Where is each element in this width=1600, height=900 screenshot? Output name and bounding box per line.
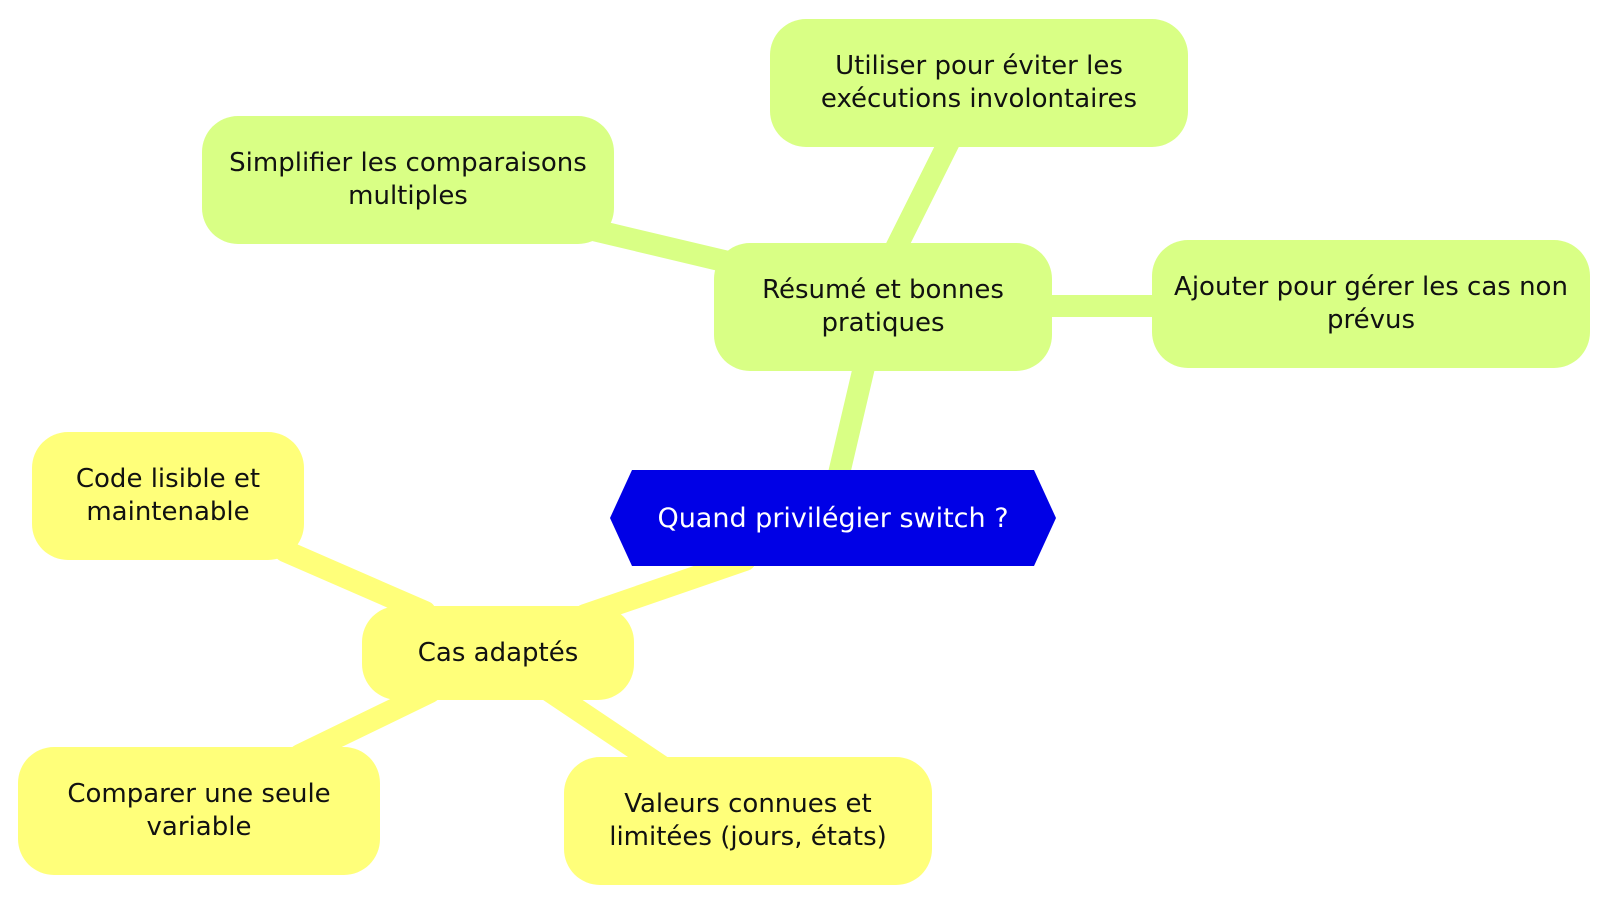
leaf-ajouter-node[interactable]: Ajouter pour gérer les cas non prévus	[1152, 240, 1590, 368]
leaf-simplifier-node[interactable]: Simplifier les comparaisons multiples	[202, 116, 614, 244]
leaf-code-node[interactable]: Code lisible et maintenable	[32, 432, 304, 560]
leaf-utiliser-label: Utiliser pour éviter les exécutions invo…	[820, 51, 1138, 114]
branch-cas-node[interactable]: Cas adaptés	[362, 606, 634, 700]
leaf-utiliser-node[interactable]: Utiliser pour éviter les exécutions invo…	[770, 19, 1188, 147]
leaf-code-label: Code lisible et maintenable	[75, 464, 261, 527]
root-hexagon-shape	[610, 470, 1056, 566]
leaf-ajouter-label: Ajouter pour gérer les cas non prévus	[1174, 272, 1568, 335]
leaf-comparer-label: Comparer une seule variable	[67, 779, 331, 842]
leaf-valeurs-node[interactable]: Valeurs connues et limitées (jours, état…	[564, 757, 932, 885]
branch-cas-label: Cas adaptés	[417, 637, 579, 668]
edge-resume-simplifier	[574, 217, 739, 273]
edge-root-resume	[827, 339, 879, 489]
root-node[interactable]: Quand privilégier switch ?	[610, 470, 1056, 566]
edge-cas-comparer	[289, 681, 441, 766]
root-label: Quand privilégier switch ?	[657, 502, 1009, 534]
leaf-comparer-node[interactable]: Comparer une seule variable	[18, 747, 380, 875]
edge-resume-utiliser	[884, 119, 966, 261]
edge-root-cas	[574, 549, 756, 626]
branch-resume-node[interactable]: Résumé et bonnes pratiques	[714, 243, 1052, 371]
leaf-valeurs-label: Valeurs connues et limitées (jours, état…	[609, 789, 887, 852]
leaf-simplifier-label: Simplifier les comparaisons multiples	[229, 148, 587, 211]
edge-cas-code	[274, 540, 436, 623]
branch-resume-label: Résumé et bonnes pratiques	[762, 275, 1004, 338]
